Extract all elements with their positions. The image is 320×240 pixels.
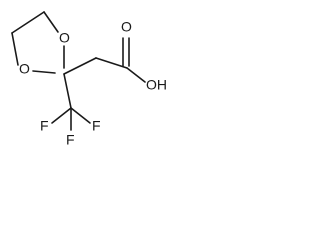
bond-c-cf3 bbox=[63, 73, 72, 109]
fluorine-right-label: F bbox=[92, 118, 101, 134]
fluorine-bottom-label: F bbox=[66, 132, 75, 148]
fluorine-left-label: F bbox=[40, 118, 49, 134]
bond-cf3-f-left bbox=[51, 107, 72, 124]
ring-oxygen-top-label: O bbox=[59, 30, 70, 46]
ring-bond-ch2-o-bottom bbox=[11, 32, 19, 66]
chemical-structure: O O O OH F F F bbox=[11, 11, 167, 148]
ring-bond-o-bottom-c bbox=[32, 70, 56, 74]
hydroxyl-label: OH bbox=[146, 77, 167, 93]
ring-bond-ch2-o-top bbox=[43, 11, 59, 33]
carbonyl-oxygen-label: O bbox=[121, 19, 132, 35]
bond-c-ch2 bbox=[63, 57, 97, 75]
bond-cf3-f-right bbox=[70, 107, 91, 124]
ring-oxygen-bottom-label: O bbox=[19, 61, 30, 77]
ring-bond-ch2-ch2 bbox=[11, 11, 45, 34]
bond-ch2-carbonyl bbox=[95, 57, 128, 69]
bond-carbonyl-oh bbox=[126, 67, 146, 83]
